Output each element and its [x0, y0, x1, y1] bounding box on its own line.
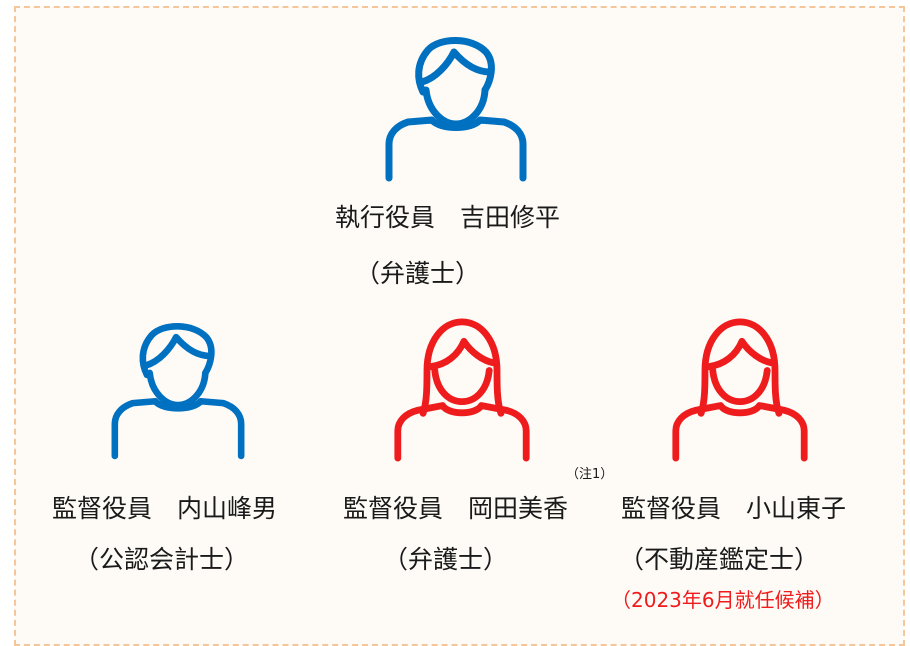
supervisor-2-female-person-icon: [393, 318, 531, 462]
supervisor-2-note: （注1）: [566, 467, 614, 482]
supervisor-1-male-person-icon: [111, 320, 245, 460]
supervisor-3-female-person-icon: [671, 318, 809, 462]
supervisor-3-role: （不動産鑑定士）: [619, 545, 820, 574]
supervisor-3-name: 監督役員 小山東子: [621, 494, 847, 523]
executive-name: 執行役員 吉田修平: [335, 203, 561, 232]
supervisor-3-candidate-note: （2023年6月就任候補）: [611, 588, 835, 612]
executive-male-person-icon: [385, 34, 527, 182]
supervisor-2-role: （弁護士）: [383, 545, 509, 574]
executive-role: （弁護士）: [355, 259, 481, 288]
supervisor-1-name: 監督役員 内山峰男: [52, 494, 278, 523]
supervisor-1-role: （公認会計士）: [74, 545, 250, 574]
supervisor-2-name: 監督役員 岡田美香: [343, 494, 569, 523]
